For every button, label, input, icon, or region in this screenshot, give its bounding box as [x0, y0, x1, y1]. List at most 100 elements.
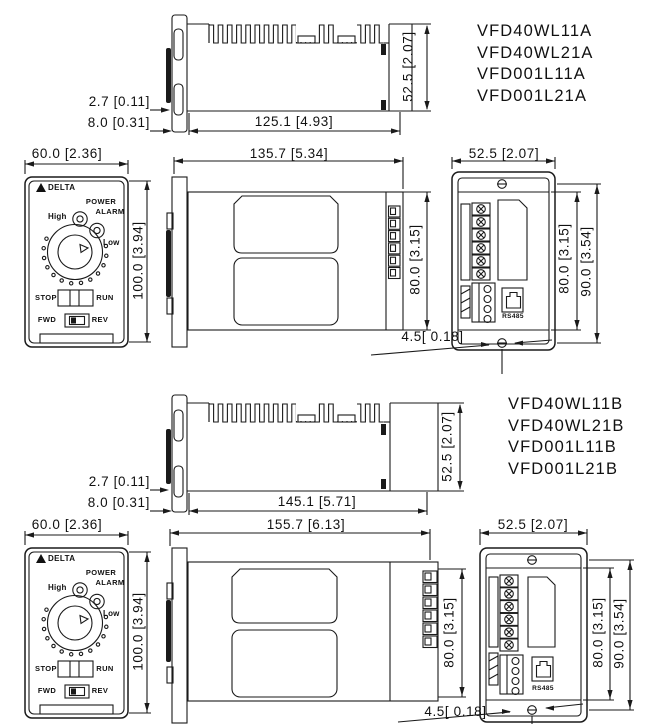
power-led-bezel [72, 582, 88, 598]
dim-front-width-a: 60.0 [2.36] [31, 146, 103, 161]
alarm-led-bezel [89, 593, 105, 610]
heatsink-fins [208, 22, 384, 44]
model-name: VFD001L21B [508, 459, 619, 478]
power-label-a: POWER [85, 197, 117, 206]
side-view-a [166, 176, 404, 348]
side-label-upper [231, 568, 338, 624]
model-name: VFD40WL21A [477, 43, 594, 62]
low-label-a: Low [103, 238, 120, 247]
side-view-b [166, 547, 439, 724]
dim-back-height-b: 90.0 [3.54] [611, 598, 627, 669]
control-terminal-block [499, 654, 524, 696]
model-name: VFD001L11B [508, 438, 617, 456]
delta-logo: DELTA [36, 183, 75, 192]
front-view-a [24, 176, 129, 348]
side-label-lower [233, 257, 339, 326]
delta-logo: DELTA [36, 554, 75, 563]
frequency-knob [41, 594, 109, 657]
dim-overall-length-b: 155.7 [6.13] [266, 517, 346, 532]
model-name: VFD40WL21B [508, 416, 625, 435]
dim-back-width-a: 52.5 [2.07] [468, 146, 540, 161]
nameplate-slot [39, 333, 114, 344]
din-clip [381, 479, 386, 489]
alarm-label-a: ALARM [95, 207, 125, 216]
power-terminal-block [471, 202, 491, 281]
dim-front-height-b: 100.0 [3.94] [130, 592, 146, 671]
option-card-slot [497, 199, 528, 281]
dims-back-view-b [479, 529, 634, 724]
dims-top-view-a [150, 23, 431, 135]
model-name: VFD001L21A [477, 86, 588, 105]
terminal-strip-side [422, 570, 438, 649]
dim-front-width-b: 60.0 [2.36] [31, 517, 103, 532]
dim-back-width-b: 52.5 [2.07] [497, 517, 569, 532]
dim-screw-offset-b: 4.5[ 0.18] [424, 704, 487, 719]
dim-side-height-a: 80.0 [3.15] [407, 224, 423, 295]
dims-side-view-b [169, 529, 584, 723]
power-led-bezel [72, 211, 88, 227]
stop-label-a: STOP [35, 293, 57, 302]
knob-scale-dots [41, 607, 109, 657]
high-label-a: High [48, 212, 67, 221]
alarm-led-bezel [89, 222, 105, 239]
mounting-lip [166, 429, 171, 484]
high-label-b: High [48, 583, 67, 592]
delta-triangle-icon [36, 554, 46, 563]
run-label-a: RUN [96, 293, 114, 302]
back-view-a [451, 171, 556, 351]
fwd-label-b: FWD [37, 686, 57, 695]
dim-depth-a: 52.5 [2.07] [400, 31, 416, 102]
dim-flange-a: 8.0 [0.31] [87, 115, 150, 130]
power-terminal-block [499, 574, 519, 652]
dim-heatsink-length-b: 145.1 [5.71] [277, 494, 357, 509]
stop-run-switch [57, 660, 94, 678]
knob-pointer-icon [79, 243, 90, 254]
rs485-port-icon [531, 656, 554, 682]
din-clip [381, 44, 386, 55]
rs485-port-icon [501, 287, 524, 313]
side-label-upper [233, 195, 339, 254]
frequency-knob [41, 223, 109, 286]
fwd-rev-switch [64, 684, 90, 699]
fwd-label-a: FWD [37, 315, 57, 324]
knob-pointer-icon [79, 614, 90, 625]
dim-lip-a: 2.7 [0.11] [88, 94, 150, 109]
delta-triangle-icon [36, 183, 46, 192]
power-led-icon [76, 586, 84, 594]
rs485-label-b: RS485 [532, 685, 554, 692]
dim-side-height-b: 80.0 [3.15] [441, 597, 457, 668]
model-list-a: VFD40WL11A VFD40WL21A VFD001L11A VFD001L… [477, 21, 593, 107]
dim-front-height-a: 100.0 [3.94] [130, 221, 146, 300]
dims-back-view-a [451, 157, 601, 374]
option-card-slot [527, 576, 556, 648]
model-name: VFD40WL11A [477, 22, 593, 40]
rev-label-b: REV [91, 686, 109, 695]
model-name: VFD40WL11B [508, 395, 624, 413]
dims-side-view-a [173, 157, 553, 356]
brand-name: DELTA [48, 183, 76, 192]
brand-name: DELTA [48, 554, 76, 563]
heatsink-fins [208, 401, 384, 423]
dims-front-view-b [24, 531, 151, 714]
low-label-b: Low [103, 609, 120, 618]
stop-label-b: STOP [35, 664, 57, 673]
run-label-b: RUN [96, 664, 114, 673]
rs485-label-a: RS485 [502, 313, 524, 320]
stop-run-switch [57, 289, 94, 307]
model-name: VFD001L11A [477, 65, 586, 83]
dim-back-inner-height-b: 80.0 [3.15] [590, 597, 606, 668]
nameplate-slot [39, 704, 114, 715]
power-led-icon [76, 215, 84, 223]
dims-top-view-b [150, 402, 464, 515]
rev-label-a: REV [91, 315, 109, 324]
side-label-lower [231, 629, 338, 698]
din-clip [381, 100, 386, 110]
dim-back-height-a: 90.0 [3.54] [578, 226, 594, 297]
dim-lip-b: 2.7 [0.11] [88, 474, 150, 489]
alarm-led-icon [93, 597, 101, 606]
control-terminal-block [471, 282, 496, 324]
dim-overall-length-a: 135.7 [5.34] [249, 146, 329, 161]
front-view-b [24, 547, 129, 719]
